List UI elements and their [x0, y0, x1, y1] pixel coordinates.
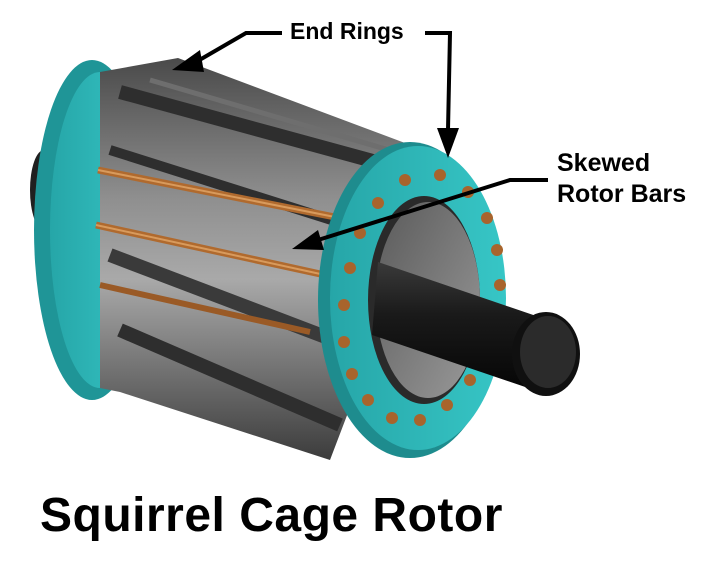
end-rings-label: End Rings	[290, 18, 404, 44]
end-rings-arrow-right	[425, 31, 459, 158]
skewed-rotor-bars-label: Skewed Rotor Bars	[557, 148, 686, 210]
skewed-rotor-bars-line-1: Skewed	[557, 149, 651, 177]
front-shaft	[372, 262, 580, 396]
skewed-rotor-bars-line-2: Rotor Bars	[557, 180, 687, 208]
rotor-bars-arrow	[292, 178, 548, 250]
rotor-bars	[95, 166, 351, 335]
diagram-title: Squirrel Cage Rotor	[40, 489, 503, 542]
end-rings-arrow-left	[172, 31, 282, 72]
rotor-bar-ends	[338, 169, 506, 426]
